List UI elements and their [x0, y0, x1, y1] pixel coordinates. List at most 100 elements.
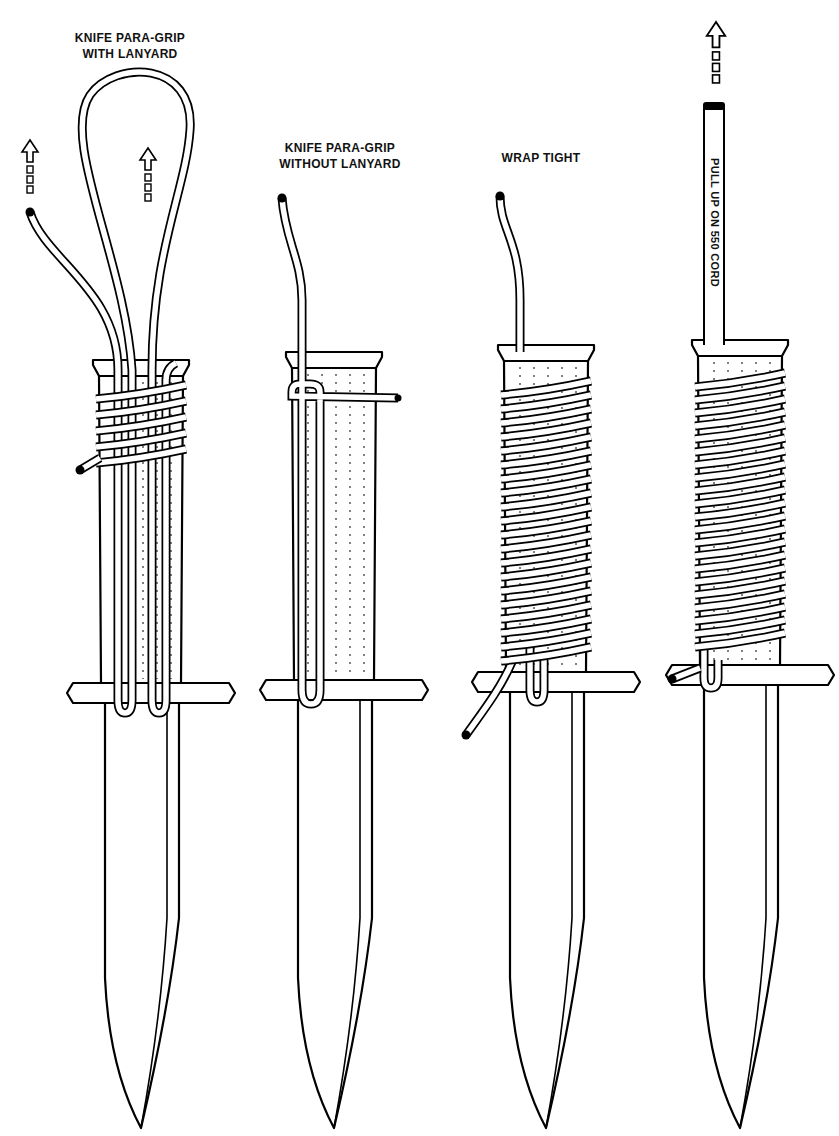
cord	[501, 521, 591, 535]
cord	[501, 577, 591, 591]
knife	[472, 345, 640, 1128]
cord-fill	[500, 196, 520, 352]
cord-outline	[672, 668, 700, 679]
guard	[666, 665, 834, 685]
cord-fill	[30, 72, 190, 713]
blade	[510, 692, 584, 1128]
cord	[466, 662, 512, 735]
cord-outline	[501, 619, 591, 633]
cord-fill	[501, 493, 591, 507]
heading-label: WRAP TIGHT	[476, 150, 606, 166]
guard	[260, 680, 428, 700]
cord-outline	[96, 417, 186, 431]
cord-end	[278, 194, 287, 203]
cord-fill	[672, 668, 700, 679]
arrow-trail	[713, 75, 720, 83]
handle-groove	[308, 374, 309, 676]
blade	[704, 685, 778, 1128]
cord-outline	[501, 605, 591, 619]
arrow-trail	[145, 184, 151, 191]
cord-end	[26, 208, 35, 217]
arrow-trail	[27, 166, 33, 173]
cord-fill	[96, 417, 186, 431]
cord-outline	[501, 409, 591, 423]
cord	[501, 591, 591, 605]
blade-bevel	[546, 692, 572, 1128]
arrow-head	[707, 22, 725, 47]
cord	[501, 605, 591, 619]
cord-outline	[501, 451, 591, 465]
cord-outline	[96, 449, 186, 463]
cord	[96, 417, 186, 431]
cord-outline	[500, 196, 520, 352]
cord-end	[496, 192, 505, 201]
cord	[704, 650, 718, 688]
cord-fill	[705, 108, 723, 345]
arrow-trail	[713, 52, 720, 60]
cord-fill	[501, 381, 591, 395]
cord-fill	[96, 433, 186, 447]
knife	[666, 340, 834, 1128]
cord-fill	[695, 633, 785, 647]
cord-fill	[466, 662, 512, 735]
pull-arrow	[707, 22, 725, 83]
cord-fill	[501, 563, 591, 577]
cord	[501, 549, 591, 563]
cord-outline	[466, 662, 512, 735]
arrow-trail	[145, 174, 151, 181]
cord	[96, 449, 186, 463]
cord	[96, 433, 186, 447]
cord-outline	[282, 198, 398, 704]
arrow-trail	[27, 186, 33, 193]
cord	[501, 409, 591, 423]
cord-fill	[501, 577, 591, 591]
cord-fill	[501, 395, 591, 409]
handle-groove	[336, 374, 337, 676]
cord-fill	[501, 633, 591, 647]
cord-outline	[501, 493, 591, 507]
cord	[501, 563, 591, 577]
pull-arrow	[22, 140, 38, 193]
cord-fill	[282, 198, 398, 704]
cord	[501, 647, 591, 661]
cord-outline	[501, 381, 591, 395]
cord-outline	[501, 507, 591, 521]
cord	[30, 72, 190, 713]
arrow-head	[22, 140, 38, 162]
blade-bevel	[740, 685, 766, 1128]
blade-bevel	[334, 700, 360, 1128]
cord	[672, 668, 700, 679]
cord-fill	[530, 640, 544, 702]
cord-fill	[501, 521, 591, 535]
cord-outline	[501, 535, 591, 549]
cord-outline	[501, 647, 591, 661]
blade	[105, 703, 179, 1128]
arrow-head	[140, 148, 156, 170]
cord	[501, 381, 591, 395]
cord-end	[703, 102, 725, 110]
cord-outline	[501, 591, 591, 605]
cord-end	[462, 731, 471, 740]
cord	[96, 401, 186, 415]
cord-outline	[96, 385, 186, 399]
cord-outline	[501, 633, 591, 647]
cord-fill	[501, 619, 591, 633]
cord-outline	[30, 72, 190, 713]
cord	[501, 451, 591, 465]
cord-outline	[501, 437, 591, 451]
cord	[501, 465, 591, 479]
cord-outline	[501, 395, 591, 409]
cord-outline	[501, 549, 591, 563]
cord	[501, 423, 591, 437]
cord-fill	[96, 449, 186, 463]
cord	[501, 479, 591, 493]
cord-outline	[96, 401, 186, 415]
knife	[260, 352, 428, 1128]
cord-fill	[96, 401, 186, 415]
cord-outline	[501, 521, 591, 535]
cord-fill	[501, 535, 591, 549]
cord-outline	[501, 577, 591, 591]
cord-end	[76, 466, 85, 475]
cord	[501, 535, 591, 549]
